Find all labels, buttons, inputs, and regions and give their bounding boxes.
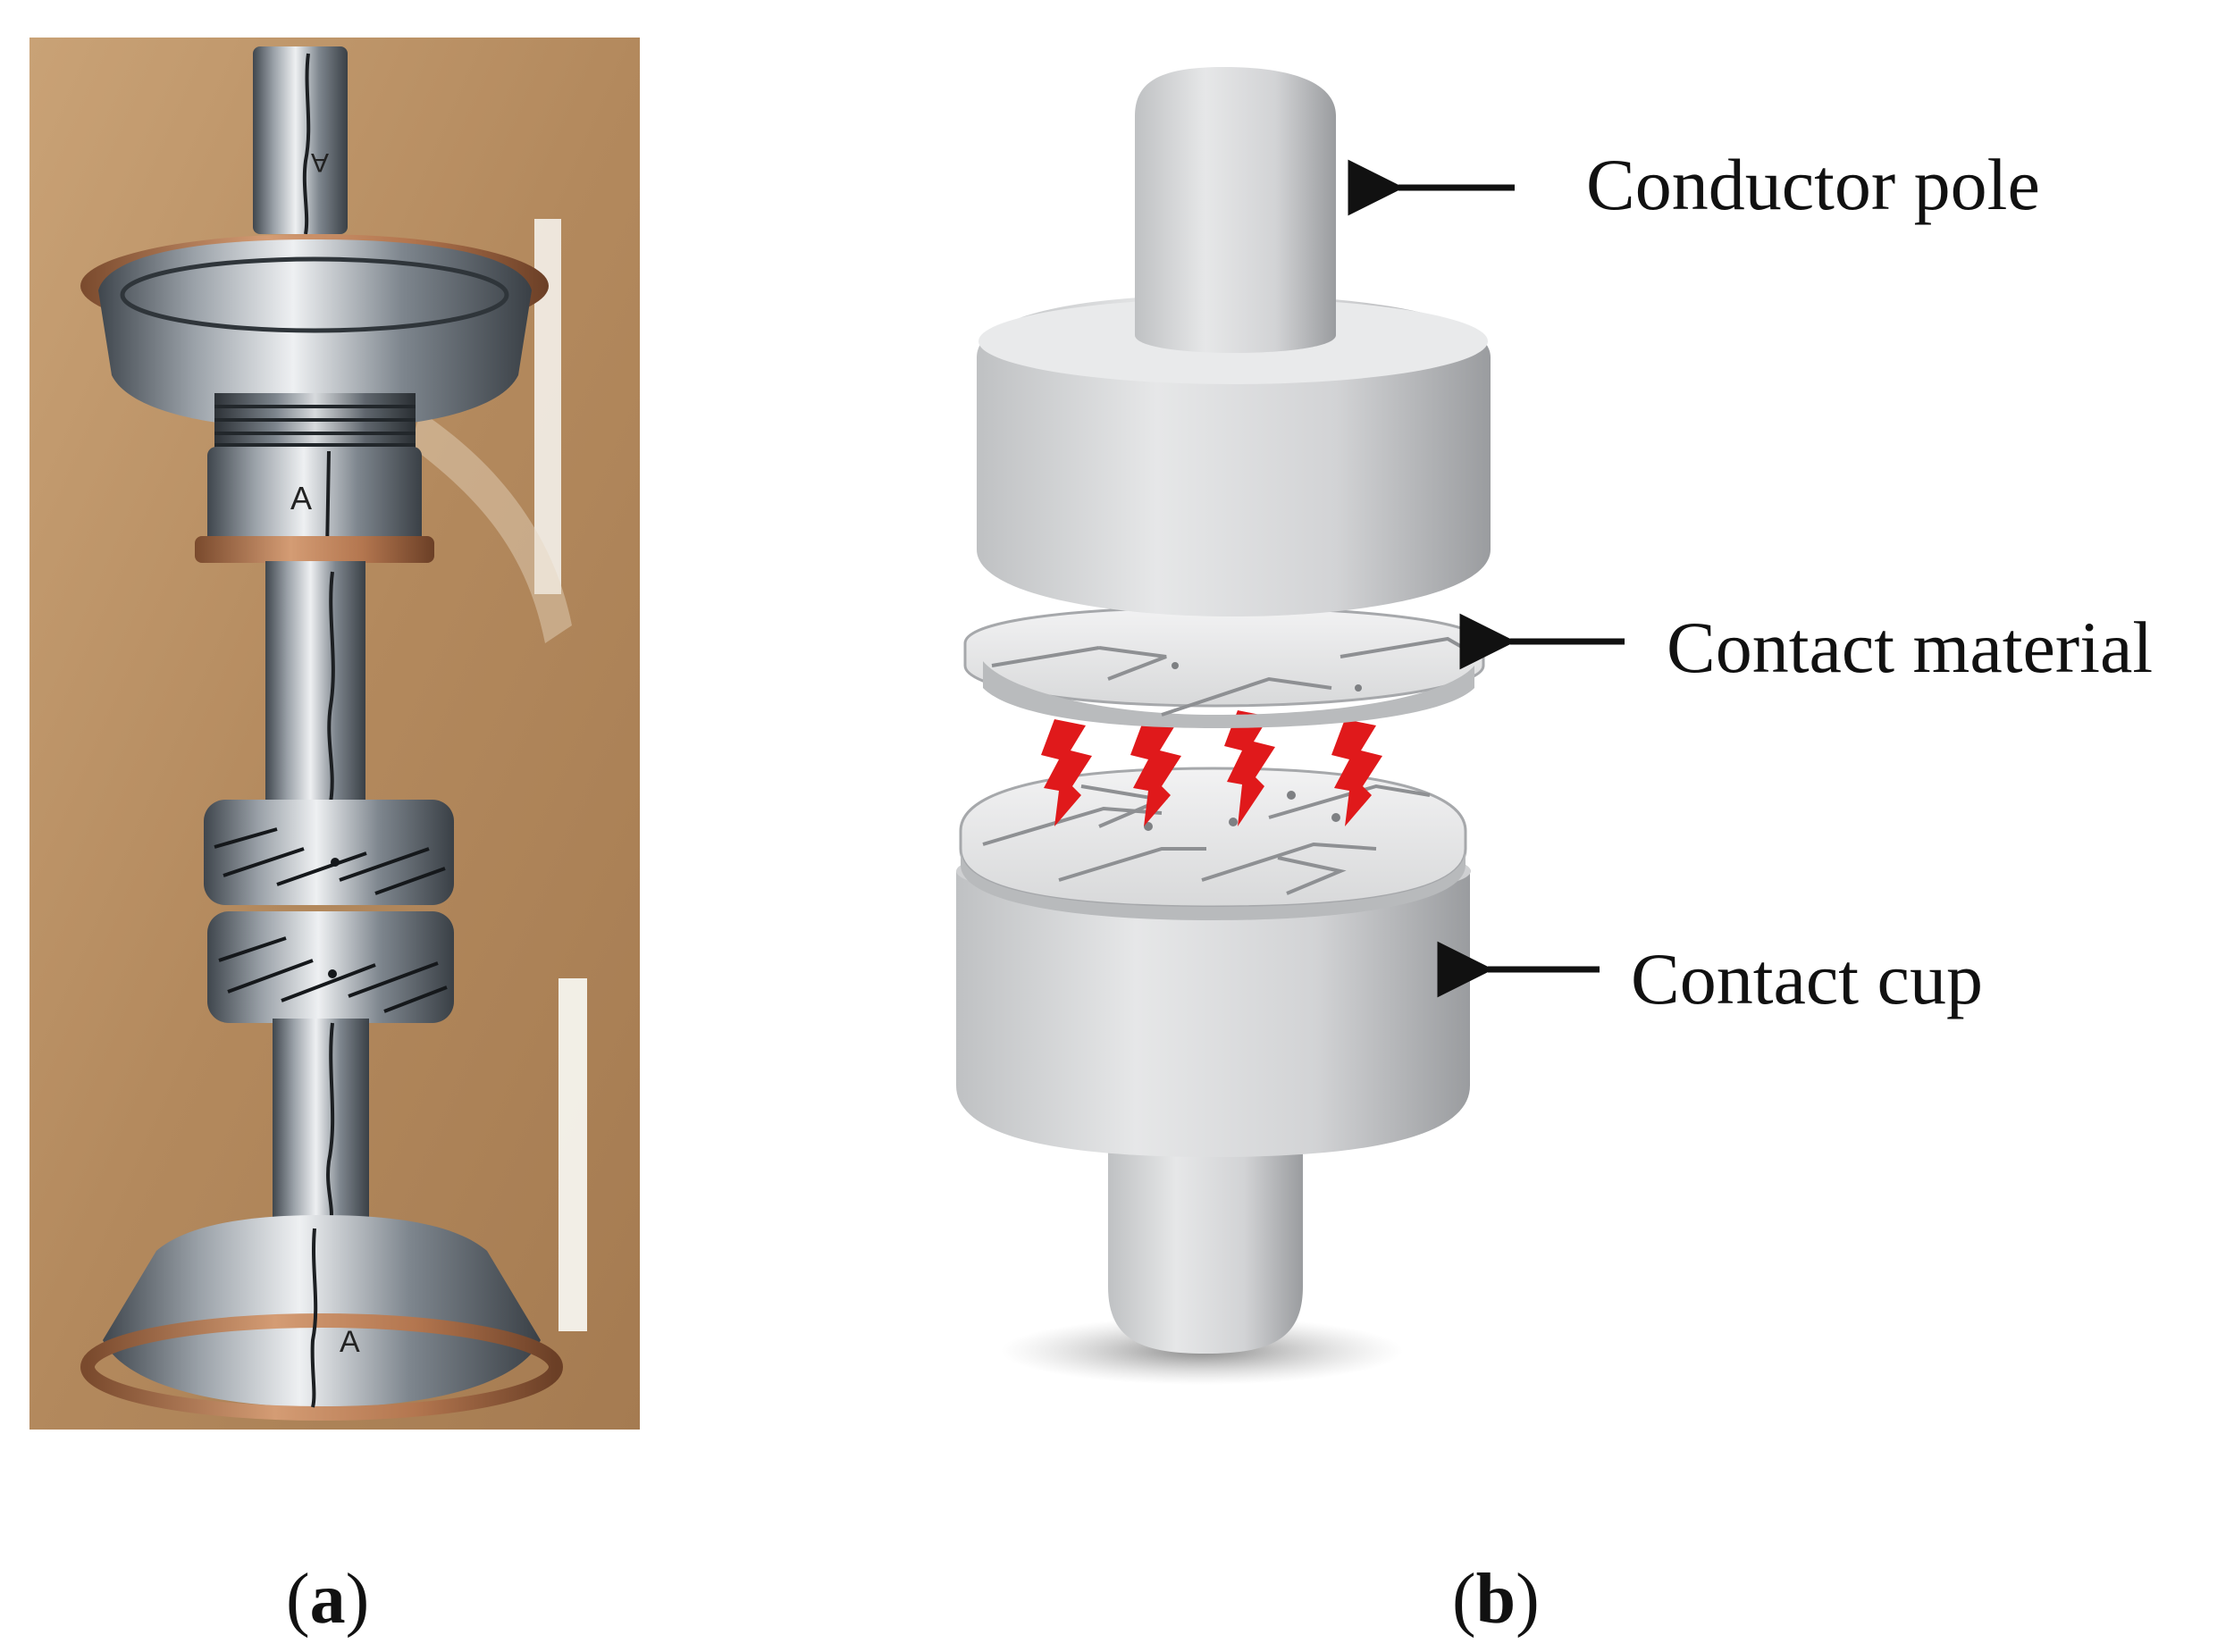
bellows-grooves (214, 405, 416, 447)
contact-cup-label: Contact cup (1631, 938, 1983, 1019)
upper-contact-disc (963, 606, 1485, 728)
arc-bolt (1130, 719, 1181, 826)
model-panel (956, 67, 1625, 1385)
upper-contact-cup (204, 800, 454, 905)
reflection-strip-lower (558, 978, 587, 1331)
arc-bolt (1331, 719, 1382, 826)
upper-cup-dot (331, 858, 340, 867)
lower-shaft-crack (326, 1022, 335, 1225)
lower-end-cap-crack (310, 1228, 318, 1408)
arc-bolt (1224, 710, 1275, 826)
lower-cup-dot (328, 969, 337, 978)
contact-cup-body (956, 871, 1470, 1157)
panel-b-label-open: ( (1452, 1560, 1476, 1639)
upper-conductor-pole (1135, 67, 1336, 353)
lower-cup-slots (218, 936, 448, 1013)
panel-a-label-letter: a (309, 1560, 346, 1639)
top-stud-crack (302, 53, 311, 235)
upper-cup-slots (214, 827, 446, 895)
arc-bolt (1041, 719, 1092, 826)
lower-copper-rim (80, 1313, 563, 1421)
panel-a-label: (a) (286, 1564, 369, 1635)
arc-symbols (1041, 710, 1382, 826)
lower-end-cap-marking: A (340, 1325, 360, 1359)
lower-conductor-pole (1108, 1135, 1303, 1354)
panel-a-label-close: ) (345, 1560, 370, 1639)
upper-shaft (265, 561, 365, 804)
panel-b-label-close: ) (1516, 1560, 1540, 1639)
lower-shaft (273, 1019, 369, 1224)
upper-collar (207, 447, 422, 554)
upper-shaft-crack (327, 571, 335, 803)
upper-end-cap (98, 239, 532, 429)
lower-contact-cup (207, 911, 454, 1023)
panel-b-label: (b) (1452, 1564, 1540, 1635)
panel-a-label-open: ( (286, 1560, 310, 1639)
upper-collar-marking: A (290, 480, 312, 516)
upper-flange (195, 536, 434, 563)
contact-material-label: Contact material (1667, 607, 2154, 688)
top-stud-marking: A (311, 147, 329, 177)
lower-contact-disc (959, 767, 1467, 920)
glass-reflection (411, 411, 572, 643)
top-stud (253, 46, 348, 234)
panel-b-label-letter: b (1475, 1560, 1516, 1639)
upper-bellows (214, 393, 416, 451)
lower-end-cap (103, 1215, 541, 1407)
upper-collar-crack (325, 450, 331, 553)
photo-panel: A A (29, 38, 640, 1430)
upper-end-cap-ring (120, 256, 509, 333)
conductor-pole-label: Conductor pole (1586, 144, 2040, 225)
